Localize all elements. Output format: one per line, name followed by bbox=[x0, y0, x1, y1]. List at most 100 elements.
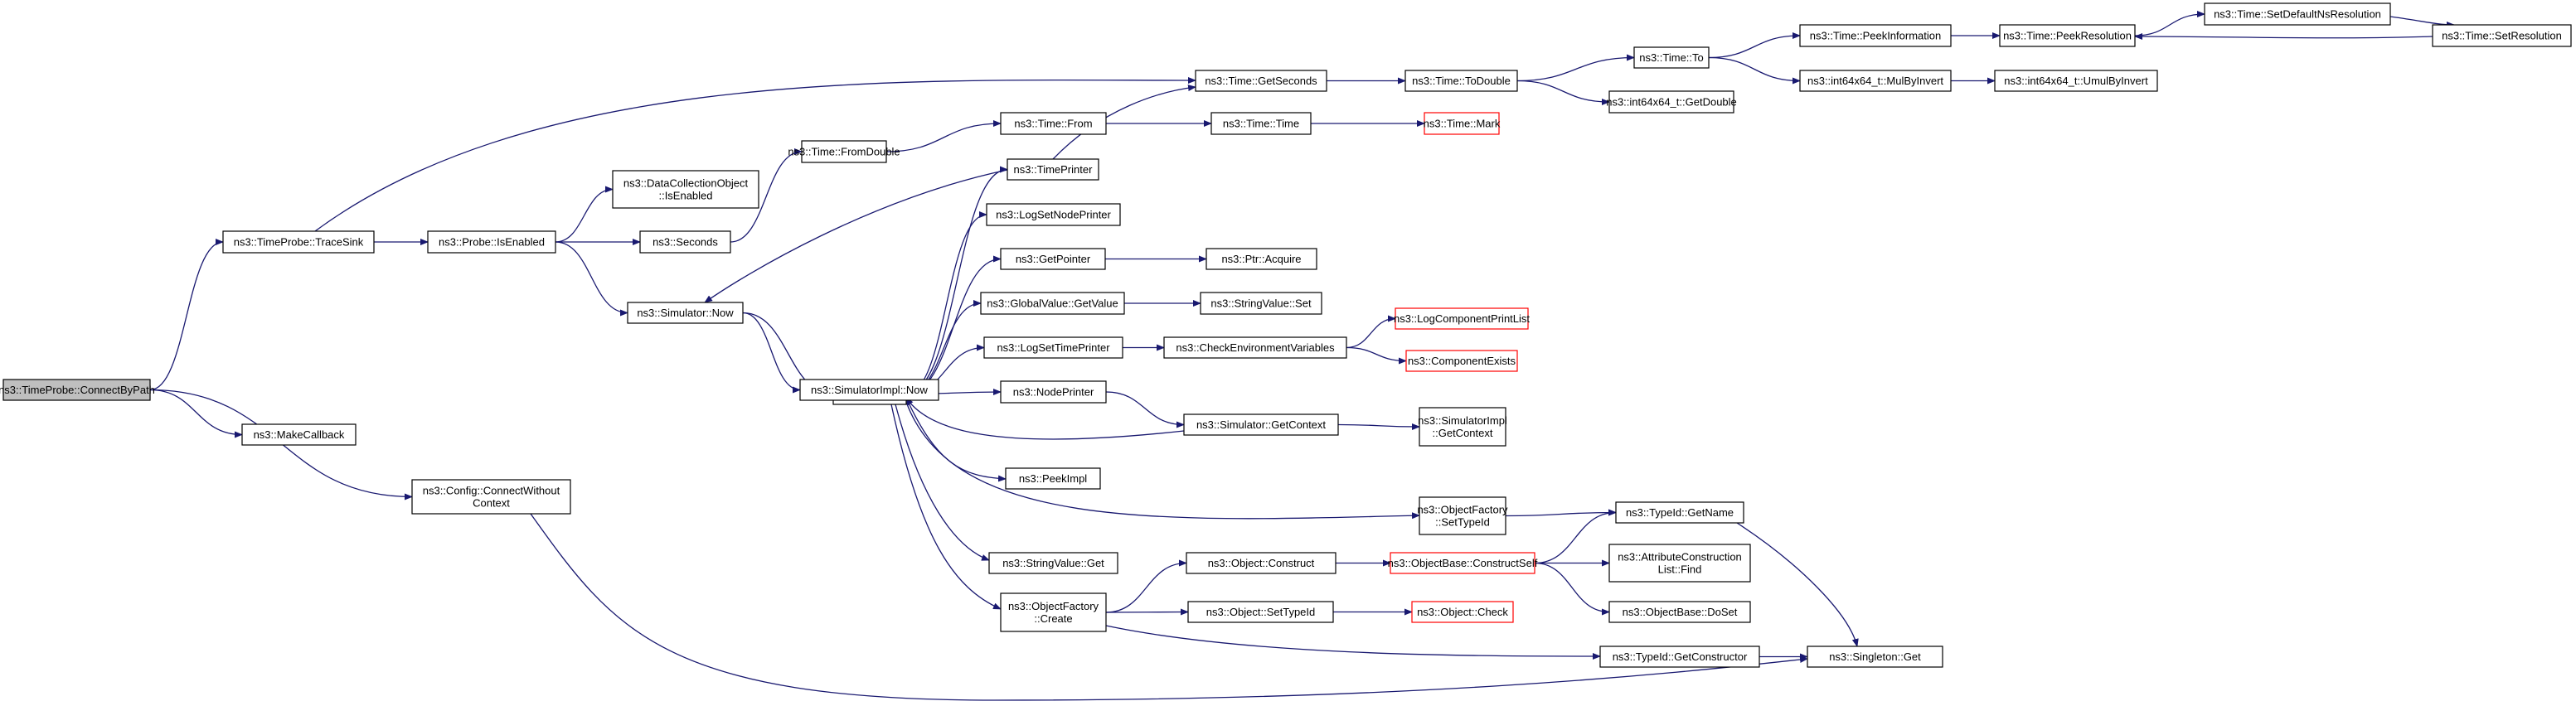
edge-time_set_resolution-to-time_peek_resolution bbox=[2134, 33, 2433, 41]
edge-time_from_double-to-time_from bbox=[885, 120, 1002, 152]
node-time_set_resolution[interactable]: ns3::Time::SetResolution bbox=[2432, 24, 2572, 47]
edge-time_to-to-int64_mul_by_invert bbox=[1708, 56, 1801, 85]
node-box bbox=[2, 379, 151, 401]
node-int64_get_double[interactable]: ns3::int64x64_t::GetDouble bbox=[1606, 90, 1737, 114]
node-typeid_get_name[interactable]: ns3::TypeId::GetName bbox=[1615, 501, 1744, 524]
node-peek_impl[interactable]: ns3::PeekImpl bbox=[1005, 467, 1101, 490]
node-label: ns3::Simulator::GetContext bbox=[1196, 418, 1326, 431]
node-box bbox=[1000, 592, 1107, 632]
node-label: ns3::AttributeConstruction bbox=[1618, 551, 1742, 563]
node-object_construct[interactable]: ns3::Object::Construct bbox=[1186, 552, 1337, 574]
node-get_pointer[interactable]: ns3::GetPointer bbox=[1000, 248, 1106, 270]
node-box bbox=[1390, 552, 1535, 574]
node-node_printer[interactable]: ns3::NodePrinter bbox=[1000, 380, 1107, 404]
node-simimpl_get_context[interactable]: ns3::SimulatorImpl::GetContext bbox=[1418, 407, 1507, 447]
node-label: ns3::LogComponentPrintList bbox=[1394, 312, 1530, 325]
edge-config_connect-to-singleton_get bbox=[530, 513, 1808, 701]
node-box bbox=[1210, 112, 1312, 135]
node-box bbox=[1608, 544, 1751, 583]
node-label: Context bbox=[473, 497, 510, 510]
node-probe_is_enabled[interactable]: ns3::Probe::IsEnabled bbox=[427, 230, 556, 254]
node-label: ns3::int64x64_t::GetDouble bbox=[1606, 96, 1737, 109]
node-box bbox=[1608, 90, 1734, 114]
node-check_env_vars[interactable]: ns3::CheckEnvironmentVariables bbox=[1163, 336, 1347, 359]
node-box bbox=[1000, 112, 1107, 135]
node-objfactory_create[interactable]: ns3::ObjectFactory::Create bbox=[1000, 592, 1107, 632]
node-box bbox=[1599, 646, 1760, 668]
node-object_set_type_id[interactable]: ns3::Object::SetTypeId bbox=[1187, 601, 1334, 623]
node-log_set_node_printer[interactable]: ns3::LogSetNodePrinter bbox=[986, 203, 1121, 226]
edge-get_impl-to-stringvalue_get bbox=[895, 404, 990, 561]
node-connect_by_path[interactable]: ns3::TimeProbe::ConnectByPath bbox=[0, 379, 155, 401]
node-label: ns3::GetPointer bbox=[1016, 253, 1091, 265]
node-int64_umul_by_invert[interactable]: ns3::int64x64_t::UmulByInvert bbox=[1994, 70, 2158, 92]
node-component_exists[interactable]: ns3::ComponentExists bbox=[1405, 350, 1518, 372]
node-box bbox=[1424, 112, 1500, 135]
node-seconds[interactable]: ns3::Seconds bbox=[639, 230, 731, 254]
node-label: ns3::Object::SetTypeId bbox=[1206, 606, 1316, 618]
node-time_from_double[interactable]: ns3::Time::FromDouble bbox=[788, 140, 900, 163]
node-log_component_print_list[interactable]: ns3::LogComponentPrintList bbox=[1394, 307, 1530, 330]
node-label: ns3::Time::ToDouble bbox=[1412, 75, 1511, 87]
node-object_check[interactable]: ns3::Object::Check bbox=[1411, 601, 1514, 623]
node-objfactory_set_type_id[interactable]: ns3::ObjectFactory::SetTypeId bbox=[1417, 496, 1508, 535]
node-label: ns3::Time::PeekInformation bbox=[1810, 30, 1941, 42]
node-label: ns3::MakeCallback bbox=[254, 428, 345, 441]
node-time_mark[interactable]: ns3::Time::Mark bbox=[1424, 112, 1501, 135]
node-time_get_seconds[interactable]: ns3::Time::GetSeconds bbox=[1195, 70, 1327, 92]
node-label: ns3::CheckEnvironmentVariables bbox=[1176, 341, 1335, 354]
edge-get_impl-to-objfactory_create bbox=[890, 404, 1002, 610]
node-time_set_default_ns_resolution[interactable]: ns3::Time::SetDefaultNsResolution bbox=[2204, 2, 2391, 26]
node-label: ns3::ObjectFactory bbox=[1008, 600, 1099, 612]
node-simulator_get_context[interactable]: ns3::Simulator::GetContext bbox=[1183, 413, 1339, 436]
node-box bbox=[980, 292, 1125, 315]
node-ptr_acquire[interactable]: ns3::Ptr::Acquire bbox=[1206, 248, 1317, 270]
node-objectbase_construct_self[interactable]: ns3::ObjectBase::ConstructSelf bbox=[1388, 552, 1538, 574]
node-box bbox=[1419, 496, 1506, 535]
node-time_time[interactable]: ns3::Time::Time bbox=[1210, 112, 1312, 135]
node-label: ns3::int64x64_t::UmulByInvert bbox=[2004, 75, 2148, 87]
node-label: ns3::Config::ConnectWithout bbox=[423, 485, 560, 497]
node-time_peek_information[interactable]: ns3::Time::PeekInformation bbox=[1799, 24, 1952, 47]
node-time_peek_resolution[interactable]: ns3::Time::PeekResolution bbox=[1999, 24, 2136, 47]
node-time_to_double[interactable]: ns3::Time::ToDouble bbox=[1404, 70, 1518, 92]
node-make_callback[interactable]: ns3::MakeCallback bbox=[241, 423, 357, 446]
edge-get_impl-to-time_printer bbox=[905, 166, 1008, 395]
node-label: ns3::ComponentExists bbox=[1408, 355, 1516, 367]
node-box bbox=[1799, 70, 1952, 92]
node-label: ns3::TypeId::GetName bbox=[1626, 506, 1734, 519]
node-stringvalue_get[interactable]: ns3::StringValue::Get bbox=[988, 552, 1118, 574]
node-label: ns3::Object::Check bbox=[1417, 606, 1508, 618]
edge-check_env_vars-to-component_exists bbox=[1346, 346, 1407, 365]
node-box bbox=[1999, 24, 2136, 47]
node-time_printer[interactable]: ns3::TimePrinter bbox=[1007, 158, 1099, 181]
node-typeid_get_constructor[interactable]: ns3::TypeId::GetConstructor bbox=[1599, 646, 1760, 668]
node-box bbox=[1000, 380, 1107, 404]
edge-layer bbox=[149, 11, 2455, 701]
node-simulator_now[interactable]: ns3::Simulator::Now bbox=[627, 302, 744, 324]
node-time_from[interactable]: ns3::Time::From bbox=[1000, 112, 1107, 135]
node-label: ns3::LogSetNodePrinter bbox=[996, 209, 1111, 221]
node-layer: ns3::TimeProbe::ConnectByPath ns3::TimePr… bbox=[0, 2, 2572, 668]
node-label: ns3::ObjectFactory bbox=[1417, 504, 1508, 516]
node-box bbox=[222, 230, 375, 254]
node-box bbox=[1608, 601, 1751, 623]
node-box bbox=[1395, 307, 1529, 330]
node-time_to[interactable]: ns3::Time::To bbox=[1633, 46, 1710, 69]
node-log_set_time_printer[interactable]: ns3::LogSetTimePrinter bbox=[983, 336, 1123, 359]
node-stringvalue_set[interactable]: ns3::StringValue::Set bbox=[1200, 292, 1322, 315]
edge-objfactory_create-to-object_construct bbox=[1105, 559, 1187, 613]
edge-time_to_double-to-int64_get_double bbox=[1516, 80, 1610, 105]
node-singleton_get[interactable]: ns3::Singleton::Get bbox=[1807, 646, 1943, 668]
node-int64_mul_by_invert[interactable]: ns3::int64x64_t::MulByInvert bbox=[1799, 70, 1952, 92]
node-dco_is_enabled[interactable]: ns3::DataCollectionObject::IsEnabled bbox=[612, 170, 759, 209]
node-simimpl_now[interactable]: ns3::SimulatorImpl::Now bbox=[799, 379, 939, 401]
node-globalvalue_getvalue[interactable]: ns3::GlobalValue::GetValue bbox=[980, 292, 1125, 315]
node-label: ns3::Probe::IsEnabled bbox=[439, 236, 545, 249]
node-trace_sink[interactable]: ns3::TimeProbe::TraceSink bbox=[222, 230, 375, 254]
node-objectbase_doset[interactable]: ns3::ObjectBase::DoSet bbox=[1608, 601, 1751, 623]
edge-node_printer-to-simulator_get_context bbox=[1105, 391, 1185, 428]
edge-time_to-to-time_peek_information bbox=[1708, 32, 1801, 59]
